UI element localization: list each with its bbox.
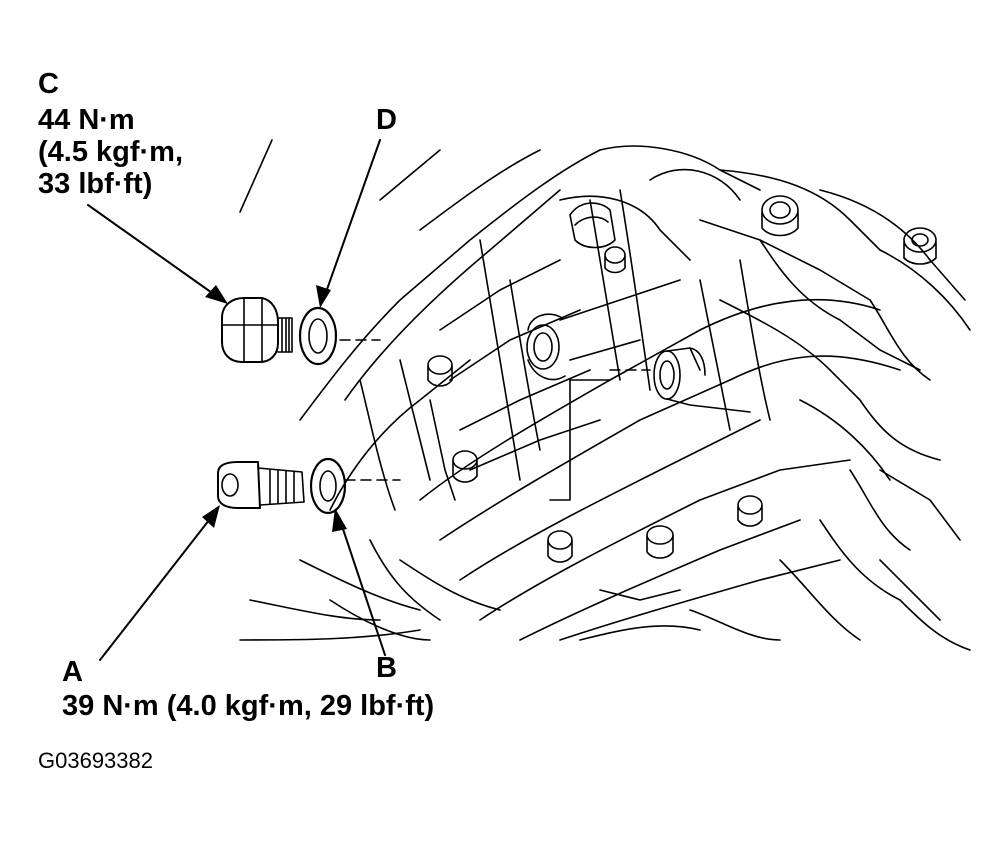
callout-c-torque-nm: 44 N·m: [38, 104, 135, 136]
case-boss-8: [604, 246, 626, 274]
arrowhead-b: [332, 508, 347, 532]
drain-bore-upper: [526, 313, 566, 381]
callout-c-torque-lbfft: 33 lbf·ft): [38, 168, 153, 200]
figure-code: G03693382: [38, 748, 153, 773]
case-boss-3: [427, 355, 453, 387]
arrowhead-a: [202, 505, 220, 528]
drain-plug-c: [221, 297, 293, 363]
leader-arrows: [87, 139, 386, 661]
filler-bore-tube: [653, 347, 751, 413]
case-boss-1: [761, 195, 799, 237]
case-boss-6: [646, 525, 674, 559]
arrowhead-c: [205, 285, 228, 304]
washer-b: [309, 457, 347, 515]
case-boss-5: [547, 530, 573, 563]
case-bolt-bosses: [427, 195, 937, 563]
callout-d-letter: D: [376, 104, 397, 136]
callout-c-letter: C: [38, 68, 59, 100]
drain-bolt-a: [217, 461, 305, 509]
callout-a-torque: 39 N·m (4.0 kgf·m, 29 lbf·ft): [62, 690, 435, 722]
arrowhead-d: [316, 285, 331, 308]
case-boss-7: [737, 495, 763, 527]
callout-b-letter: B: [376, 652, 397, 684]
case-boss-cylinder: [569, 202, 616, 249]
transmission-case-outline: [239, 145, 971, 651]
case-boss-4: [452, 450, 478, 483]
callout-a-letter: A: [62, 656, 83, 688]
washer-d: [298, 306, 338, 366]
case-boss-2: [903, 227, 937, 265]
callout-c-torque-kgfm: (4.5 kgf·m,: [38, 136, 184, 168]
